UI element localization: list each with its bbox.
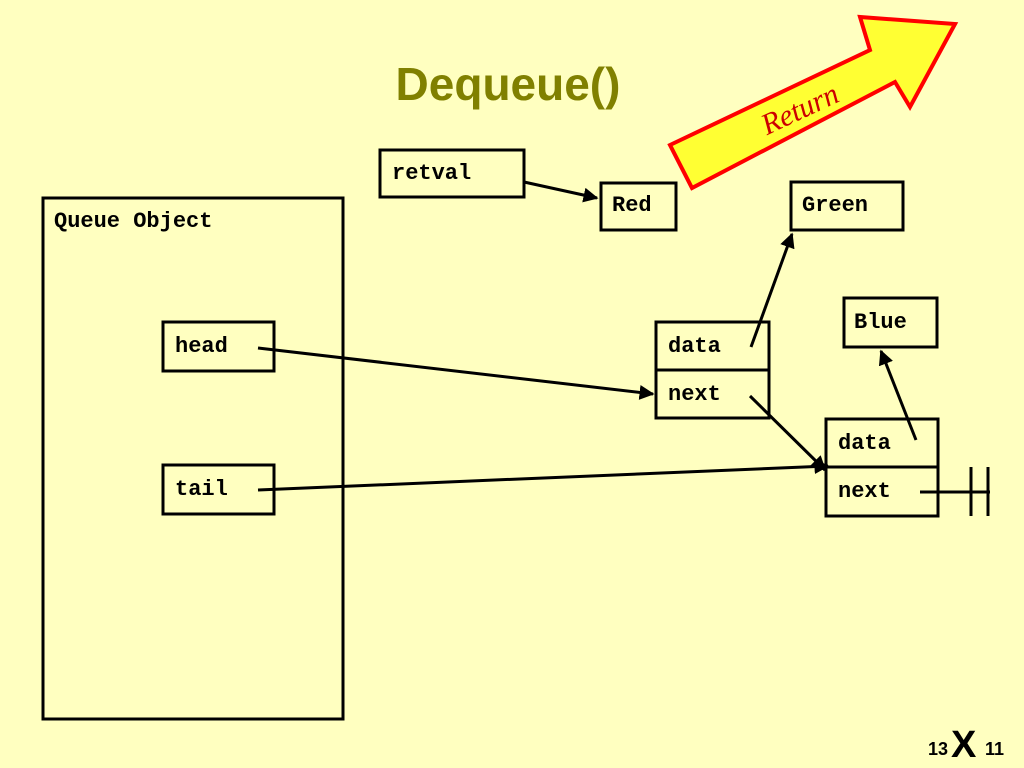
null-terminator-icon (920, 467, 990, 516)
retval-box (378, 148, 526, 199)
tail-label: tail (175, 477, 228, 502)
blue-value-label: Blue (854, 310, 907, 335)
queue-object-box (41, 196, 345, 721)
blue-value-box (842, 296, 939, 349)
node-2: data next (824, 417, 940, 518)
slide-footer: 13 X 11 (928, 724, 1004, 766)
green-value-label: Green (802, 193, 868, 218)
head-box (161, 320, 276, 373)
red-value-label: Red (612, 193, 652, 218)
queue-object-label: Queue Object (54, 209, 212, 234)
arrow-node-1-next-to-node-2 (748, 394, 827, 472)
return-arrow-shape (667, 14, 959, 191)
footer-x-mark: X (951, 724, 977, 766)
node-2-next-label: next (838, 479, 891, 504)
arrow-retval-to-red (523, 180, 599, 203)
arrow-node-2-data-to-blue (878, 349, 918, 441)
red-value-box (599, 181, 678, 232)
node-2-data-label: data (838, 431, 891, 456)
footer-left-number: 13 (928, 739, 948, 759)
head-label: head (175, 334, 228, 359)
node-1-next-label: next (668, 382, 721, 407)
node-1: data next (654, 320, 771, 420)
arrow-head-to-node-1 (257, 346, 655, 400)
arrow-tail-to-node-2 (257, 459, 830, 492)
return-arrow: Return (667, 14, 959, 191)
footer-right-number: 11 (985, 739, 1004, 759)
page-title: Dequeue() (396, 58, 621, 110)
retval-label: retval (392, 161, 471, 186)
arrow-node-1-data-to-green (749, 232, 795, 348)
green-value-box (789, 180, 905, 232)
node-1-data-label: data (668, 334, 721, 359)
